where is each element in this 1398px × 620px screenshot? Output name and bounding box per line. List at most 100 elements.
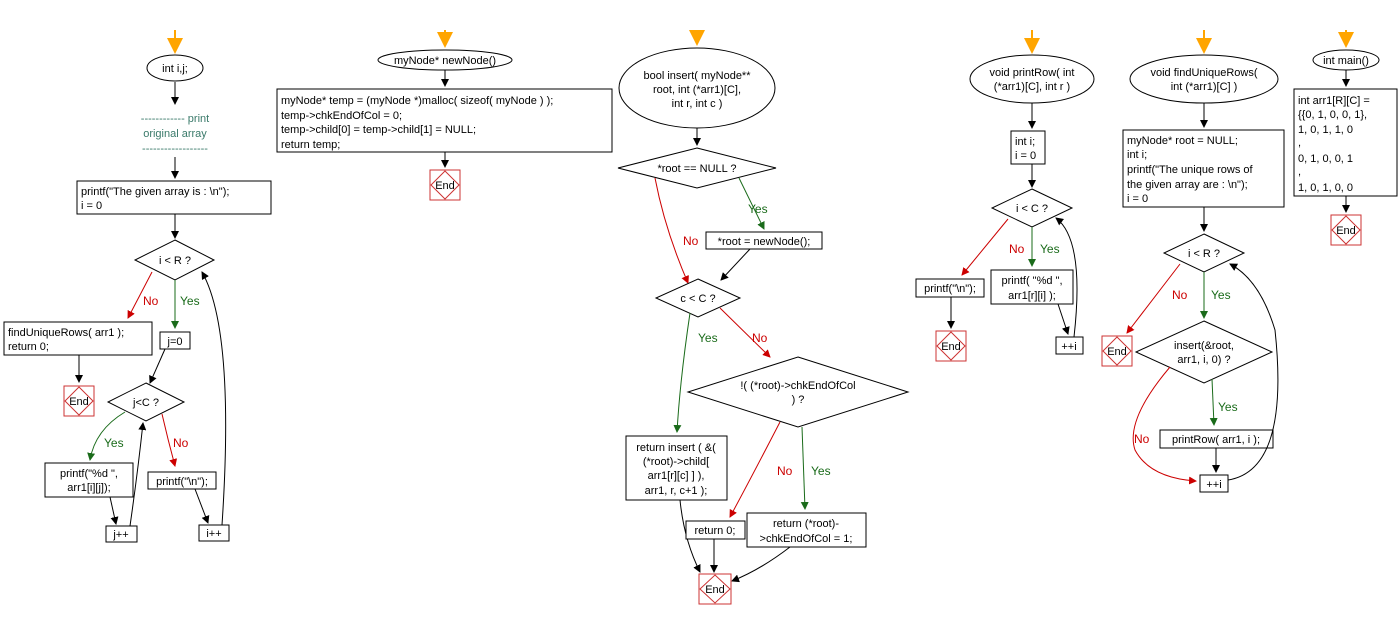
body-line: 0, 1, 0, 0, 1: [1298, 153, 1353, 165]
assign-root-box: [705, 231, 823, 250]
no-label: No: [173, 436, 189, 450]
no-arrow: [961, 218, 1009, 276]
flow-arrow: [731, 546, 791, 583]
yes-label: Yes: [104, 436, 124, 450]
no-arrow: [127, 271, 153, 319]
comment-line: original array: [143, 128, 207, 140]
cond-root-label: *root == NULL ?: [657, 163, 736, 175]
start-node-label: int r, int c ): [672, 98, 723, 110]
i-inc-box: [198, 524, 230, 542]
main-fn-flow: int main() int arr1[R][C] = {{0, 1, 0, 0…: [1293, 30, 1398, 246]
init-line: the given array are : \n");: [1127, 179, 1248, 191]
print-nl-label: printf("\n");: [156, 476, 208, 488]
print-nl-box: [915, 278, 985, 298]
no-label: No: [777, 464, 793, 478]
print-nl-box: [147, 471, 217, 490]
start-node-label: (*arr1)[C], int r ): [994, 81, 1070, 93]
newnode-flow: myNode* newNode() myNode* temp = (myNode…: [276, 30, 613, 201]
cond-end-label: !( (*root)->chkEndOfCol: [740, 380, 855, 392]
init-line: myNode* root = NULL;: [1127, 135, 1238, 147]
inc-label: ++i: [1061, 341, 1076, 353]
ret-set-line: return (*root)-: [773, 518, 839, 530]
no-label: No: [143, 294, 159, 308]
init-line: printf("The unique rows of: [1127, 164, 1254, 176]
cond-end-label: ) ?: [792, 394, 805, 406]
start-node-label: myNode* newNode(): [394, 55, 496, 67]
flow-arrow: [109, 496, 119, 525]
end-label: End: [705, 584, 725, 596]
body-line: temp->child[0] = temp->child[1] = NULL;: [281, 124, 476, 136]
body-line: int arr1[R][C] =: [1298, 95, 1370, 107]
body-line: ,: [1298, 137, 1301, 149]
ret0-box: [685, 520, 746, 540]
print-nl-label: printf("\n");: [924, 283, 976, 295]
yes-label: Yes: [180, 294, 200, 308]
end-node: End: [935, 330, 967, 362]
inc-box: [1055, 336, 1084, 355]
body-line: return temp;: [281, 139, 340, 151]
no-label: No: [1172, 288, 1188, 302]
end-node: End: [1101, 335, 1133, 367]
comment-block: ------------ print original array ------…: [141, 113, 209, 155]
no-arrow: [729, 421, 781, 518]
exit-box: [3, 321, 153, 356]
body-line: temp->chkEndOfCol = 0;: [281, 110, 402, 122]
start-node-label: int main(): [1323, 55, 1369, 67]
inc-label: ++i: [1206, 479, 1221, 491]
yes-arrow: [800, 426, 809, 510]
no-label: No: [1009, 242, 1025, 256]
init-box: [1010, 130, 1046, 165]
yes-arrow: [87, 411, 126, 461]
yes-arrow: [738, 177, 765, 230]
flow-arrow: [149, 348, 166, 384]
recurse-line: return insert ( &(: [636, 442, 716, 454]
print-elem-line: arr1[r][i] );: [1008, 290, 1056, 302]
call-label: printRow( arr1, i );: [1172, 434, 1260, 446]
print-elem-line: printf("%d ",: [60, 468, 118, 480]
comment-line: ------------------: [142, 143, 208, 155]
cond-j-diamond: [106, 382, 186, 422]
body-line: myNode* temp = (myNode *)malloc( sizeof(…: [281, 95, 553, 107]
end-node: End: [1330, 214, 1362, 246]
loop-arrow: [129, 422, 147, 527]
recurse-line: (*root)->child[: [643, 456, 709, 468]
no-arrow: [719, 307, 771, 358]
yes-label: Yes: [811, 464, 831, 478]
j-inc-label: j++: [112, 529, 128, 541]
end-node: End: [698, 573, 732, 605]
printrow-flow: void printRow( int (*arr1)[C], int r ) i…: [915, 30, 1095, 362]
init-line: i = 0: [81, 200, 102, 212]
yes-label: Yes: [698, 331, 718, 345]
start-node-label: root, int (*arr1)[C],: [653, 84, 741, 96]
recurse-line: arr1[r][c] ] ),: [648, 470, 705, 482]
print-elem-box: [44, 462, 134, 498]
cond-label: i < C ?: [1016, 203, 1048, 215]
print-elem-line: printf( "%d ",: [1002, 275, 1063, 287]
no-label: No: [683, 234, 699, 248]
start-node: [1129, 54, 1279, 104]
yes-label: Yes: [748, 202, 768, 216]
exit-line: return 0;: [8, 341, 49, 353]
cond-c-label: c < C ?: [680, 293, 715, 305]
end-label: End: [69, 396, 89, 408]
j-init-box: [159, 331, 191, 350]
no-arrow: [1126, 263, 1181, 334]
cond-i-label: i < R ?: [159, 255, 191, 267]
flow-arrow: [720, 248, 751, 281]
cond-label: i < R ?: [1188, 248, 1220, 260]
start-node-label: int i,j;: [162, 63, 188, 75]
no-label: No: [1134, 432, 1150, 446]
loop-arrow: [1227, 263, 1279, 481]
yes-arrow: [673, 312, 691, 433]
no-arrow: [1132, 366, 1197, 485]
yes-arrow: [1209, 378, 1218, 426]
init-line: i = 0: [1015, 150, 1036, 162]
start-node-label: int (*arr1)[C] ): [1171, 81, 1238, 93]
main-flow: int i,j; ------------ print original arr…: [3, 30, 272, 543]
start-node-label: void printRow( int: [990, 67, 1075, 79]
start-node: [146, 54, 204, 82]
insert-flow: bool insert( myNode** root, int (*arr1)[…: [617, 30, 910, 605]
body-line: 1, 0, 1, 0, 0: [1298, 182, 1353, 194]
print-elem-line: arr1[i][j]);: [67, 482, 110, 494]
